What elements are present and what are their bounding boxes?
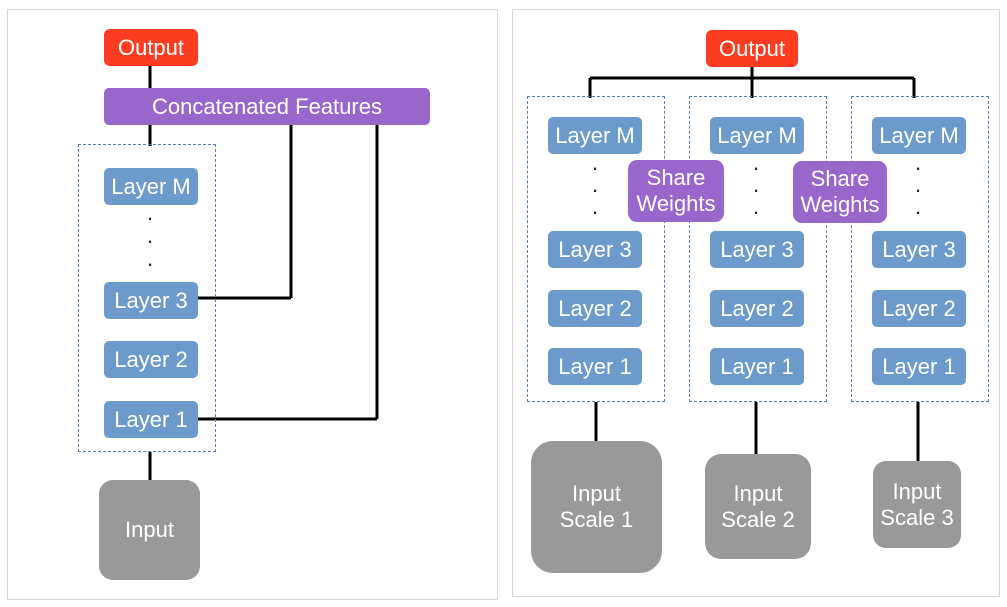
input-label: Input <box>733 480 783 506</box>
layer-2-node: Layer 2 <box>710 290 804 327</box>
layer-m-node: Layer M <box>548 117 642 154</box>
scale-label: Scale 2 <box>721 506 795 532</box>
ellipsis-dot: . <box>146 223 154 248</box>
layer-3-node: Layer 3 <box>548 231 642 268</box>
layer-m-node: Layer M <box>104 168 198 205</box>
input-scale-2-node: Input Scale 2 <box>705 454 811 559</box>
share-weights-node: Share Weights <box>628 160 724 222</box>
ellipsis-dot: . <box>591 172 599 197</box>
input-label: Input <box>892 478 942 504</box>
layer-2-node: Layer 2 <box>872 290 966 327</box>
input-label: Input <box>572 481 621 506</box>
layer-1-node: Layer 1 <box>872 348 966 385</box>
input-scale-3-node: Input Scale 3 <box>873 461 961 548</box>
layer-m-node: Layer M <box>872 117 966 154</box>
scale-label: Scale 1 <box>559 507 634 532</box>
layer-1-node: Layer 1 <box>710 348 804 385</box>
layer-3-node: Layer 3 <box>710 231 804 268</box>
layer-group-scale-3 <box>851 96 989 402</box>
share-weights-node: Share Weights <box>793 161 887 223</box>
concatenated-features-node: Concatenated Features <box>104 88 430 125</box>
ellipsis-dot: . <box>752 194 760 219</box>
input-node: Input <box>99 480 200 580</box>
layer-1-node: Layer 1 <box>104 401 198 438</box>
layer-2-node: Layer 2 <box>548 290 642 327</box>
output-node: Output <box>706 30 798 67</box>
ellipsis-dot: . <box>914 194 922 219</box>
ellipsis-dot: . <box>914 172 922 197</box>
layer-3-node: Layer 3 <box>872 231 966 268</box>
input-scale-1-node: Input Scale 1 <box>531 441 662 573</box>
layer-1-node: Layer 1 <box>548 348 642 385</box>
layer-2-node: Layer 2 <box>104 341 198 378</box>
layer-group <box>78 144 216 452</box>
output-node: Output <box>104 29 198 66</box>
layer-m-node: Layer M <box>710 117 804 154</box>
ellipsis-dot: . <box>146 246 154 271</box>
layer-group-scale-2 <box>689 96 827 402</box>
scale-label: Scale 3 <box>880 504 954 530</box>
layer-group-scale-1 <box>527 96 665 402</box>
ellipsis-dot: . <box>591 194 599 219</box>
ellipsis-dot: . <box>591 150 599 175</box>
ellipsis-dot: . <box>914 150 922 175</box>
ellipsis-dot: . <box>146 200 154 225</box>
layer-3-node: Layer 3 <box>104 282 198 319</box>
ellipsis-dot: . <box>752 172 760 197</box>
ellipsis-dot: . <box>752 150 760 175</box>
